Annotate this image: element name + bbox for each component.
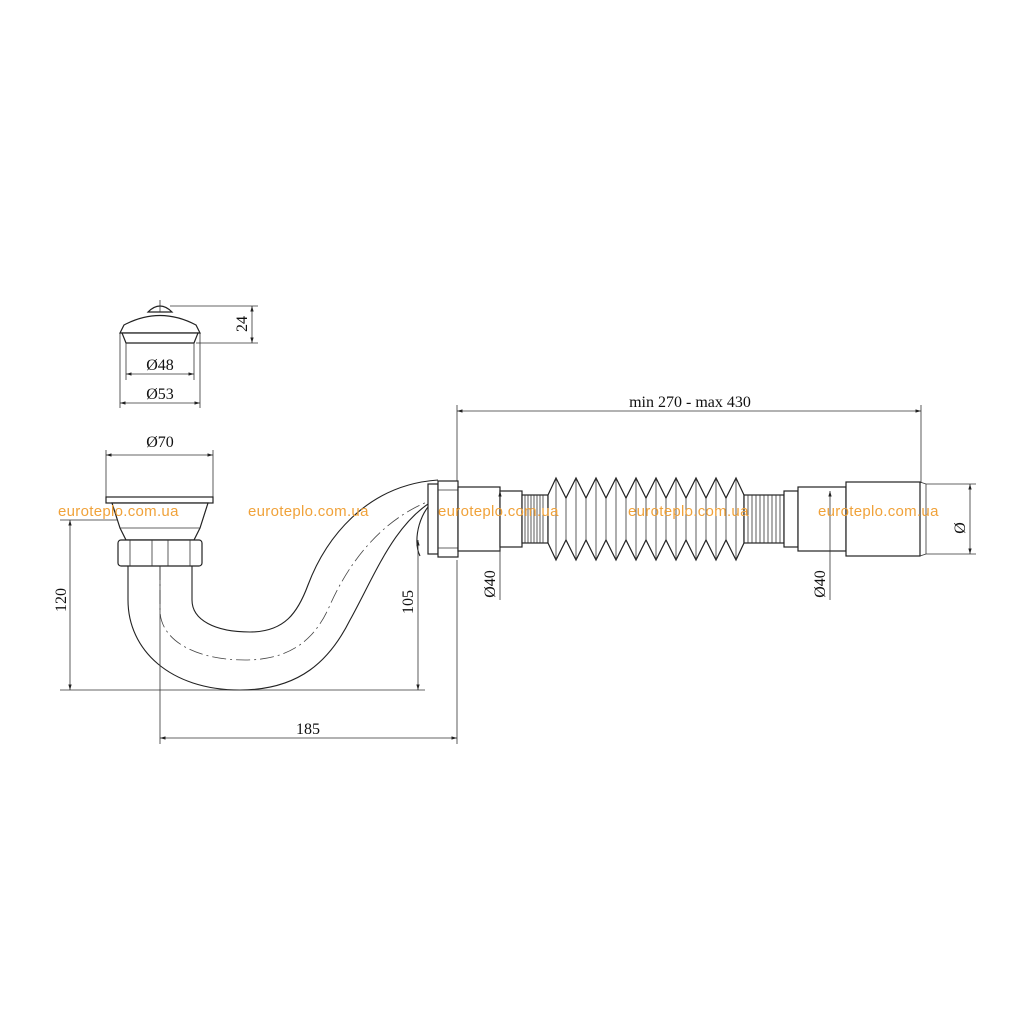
plug-height-dimension	[170, 305, 258, 344]
left-hose-diameter-label: Ø40	[482, 570, 499, 598]
trap-nut	[117, 539, 203, 567]
left-hose-thread	[521, 494, 549, 544]
hose-length-dimension	[456, 405, 922, 490]
horizontal-offset-dimension	[159, 560, 458, 744]
bend-height-dimension	[240, 540, 425, 691]
watermark-4: euroteplo.com.ua	[628, 503, 749, 520]
hose-length-label: min 270 - max 430	[629, 394, 751, 411]
plug-outer-diameter-label: Ø53	[146, 386, 174, 403]
watermark-2: euroteplo.com.ua	[248, 503, 369, 520]
bend-height-label: 105	[400, 590, 417, 614]
watermark-1: euroteplo.com.ua	[58, 503, 179, 520]
outlet-dimension	[105, 450, 214, 497]
outlet-diameter-label: Ø70	[146, 434, 174, 451]
plug-outer-diameter-dimension	[119, 333, 201, 408]
right-hose-thread	[743, 494, 785, 544]
right-hose-coupling	[783, 481, 927, 557]
end-diameter-dimension	[926, 483, 976, 555]
corrugated-hose	[547, 476, 745, 562]
horizontal-offset-label: 185	[296, 721, 320, 738]
watermark-3: euroteplo.com.ua	[438, 503, 559, 520]
end-diameter-label: Ø	[952, 522, 969, 534]
right-hose-diameter-label: Ø40	[812, 570, 829, 598]
watermark-5: euroteplo.com.ua	[818, 503, 939, 520]
plug-inner-diameter-dimension	[125, 343, 195, 380]
plug-inner-diameter-label: Ø48	[146, 357, 174, 374]
overall-height-dimension	[60, 519, 240, 691]
drain-plug	[119, 300, 201, 344]
outlet-flange	[105, 496, 214, 541]
left-hose-coupling	[427, 480, 523, 558]
plug-height-label: 24	[234, 316, 251, 332]
overall-height-label: 120	[53, 588, 70, 612]
